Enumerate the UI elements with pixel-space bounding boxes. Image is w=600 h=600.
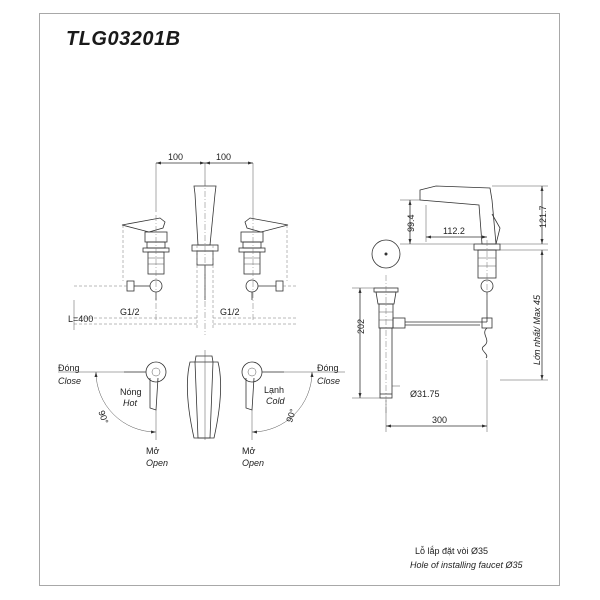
label-hot-en: Hot <box>123 398 138 408</box>
label-open-left-vi: Mở <box>146 446 159 456</box>
hot-handle <box>121 217 166 233</box>
top-view: Đóng Close Nóng Hot 90° Mở Open Đóng Clo… <box>58 350 345 468</box>
dim-spacing-left: 100 <box>168 152 183 162</box>
drain-cap-top <box>371 239 401 269</box>
dim-total-height: 121.7 <box>538 205 548 228</box>
front-view: 100 100 L=400 G1/2 <box>68 152 297 335</box>
label-close-right-vi: Đóng <box>317 363 339 373</box>
label-close-left-en: Close <box>58 376 81 386</box>
label-cold-en: Cold <box>266 396 286 406</box>
label-angle-left: 90° <box>96 409 110 426</box>
label-open-right-en: Open <box>242 458 264 468</box>
footnote-en: Hole of installing faucet Ø35 <box>410 560 523 570</box>
cold-handle-top <box>241 361 263 383</box>
drawing-frame <box>39 13 560 586</box>
dim-spout-reach: 112.2 <box>443 226 465 236</box>
dim-drain-height: 202 <box>356 319 366 334</box>
label-open-right-vi: Mở <box>242 446 255 456</box>
dim-thread-right: G1/2 <box>220 307 240 317</box>
label-close-right-en: Close <box>317 376 340 386</box>
label-hot-vi: Nóng <box>120 387 142 397</box>
cold-valve <box>245 279 259 293</box>
hot-handle-top <box>145 361 167 383</box>
cold-handle <box>244 217 289 233</box>
dim-thread-left: G1/2 <box>120 307 140 317</box>
model-title: TLG03201B <box>66 28 181 50</box>
dim-drain-diameter: Ø31.75 <box>410 389 440 399</box>
label-open-left-en: Open <box>146 458 168 468</box>
footnote-vi: Lỗ lắp đặt vòi Ø35 <box>415 546 489 556</box>
side-view: 99.4 112.2 121.7 Lớn nhất/ Max 45 <box>352 185 548 432</box>
dim-max-thickness: Lớn nhất/ Max 45 <box>532 294 542 365</box>
dim-spacing-right: 100 <box>216 152 231 162</box>
spout-top <box>194 355 214 439</box>
dim-drain-rod: 300 <box>432 415 447 425</box>
dim-spout-height: 99.4 <box>406 214 416 232</box>
dim-hose-length: L=400 <box>68 314 93 324</box>
label-close-left-vi: Đóng <box>58 363 80 373</box>
label-cold-vi: Lạnh <box>264 385 284 395</box>
label-angle-right: 90° <box>284 407 298 424</box>
